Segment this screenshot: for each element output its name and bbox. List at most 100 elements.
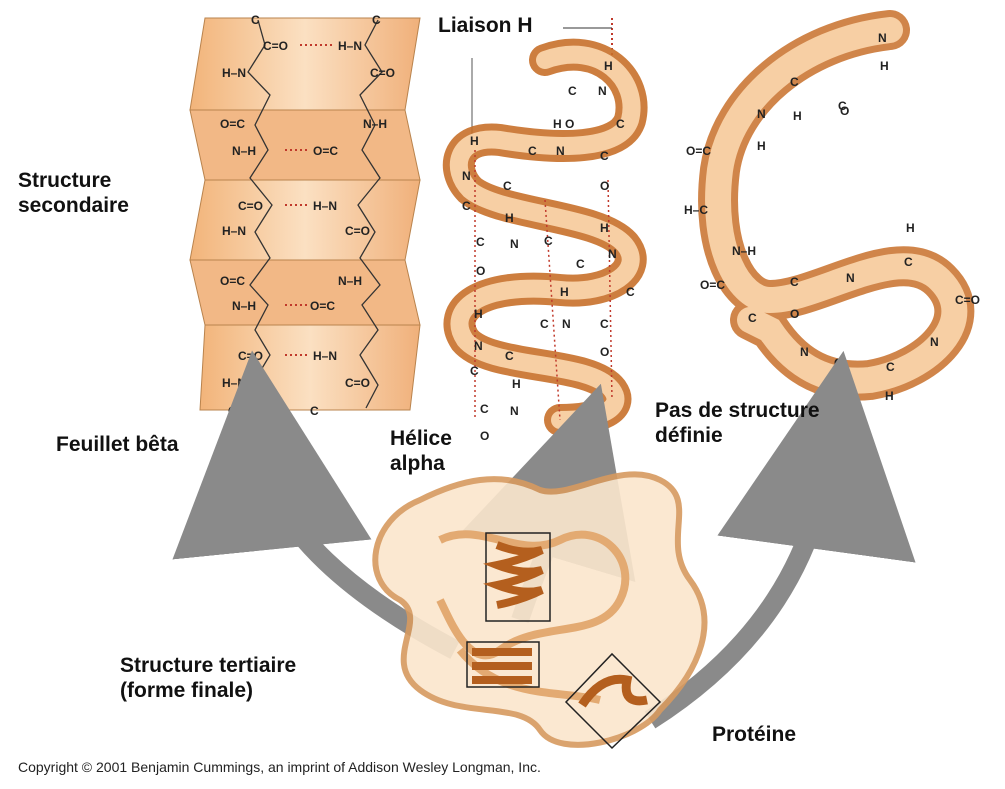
svg-text:N–H: N–H bbox=[732, 244, 756, 258]
svg-text:H: H bbox=[793, 109, 802, 123]
svg-text:N–H: N–H bbox=[232, 144, 256, 158]
svg-text:C: C bbox=[544, 234, 553, 248]
svg-text:C: C bbox=[470, 364, 479, 378]
svg-text:N: N bbox=[510, 237, 519, 251]
svg-text:H: H bbox=[512, 377, 521, 391]
svg-text:C: C bbox=[540, 317, 549, 331]
svg-text:H: H bbox=[906, 221, 915, 235]
label-beta-sheet: Feuillet bêta bbox=[56, 432, 179, 457]
svg-text:C=O: C=O bbox=[955, 293, 980, 307]
svg-text:N–H: N–H bbox=[363, 117, 387, 131]
svg-text:C: C bbox=[505, 349, 514, 363]
svg-text:N: N bbox=[608, 247, 617, 261]
svg-text:O=C: O=C bbox=[220, 117, 245, 131]
svg-text:C: C bbox=[568, 84, 577, 98]
svg-text:N: N bbox=[474, 339, 483, 353]
svg-text:O: O bbox=[600, 179, 609, 193]
svg-text:O=C: O=C bbox=[313, 144, 338, 158]
svg-text:O: O bbox=[834, 377, 843, 391]
svg-text:C: C bbox=[528, 144, 537, 158]
svg-text:H: H bbox=[757, 139, 766, 153]
svg-text:H–N: H–N bbox=[222, 224, 246, 238]
svg-text:H: H bbox=[470, 134, 479, 148]
svg-text:H–N: H–N bbox=[338, 39, 362, 53]
svg-text:C: C bbox=[626, 285, 635, 299]
svg-text:C=O: C=O bbox=[370, 66, 395, 80]
label-tertiary-structure-line1: Structure tertiaire bbox=[120, 653, 296, 678]
svg-text:H: H bbox=[505, 211, 514, 225]
svg-text:O: O bbox=[840, 104, 849, 118]
label-protein: Protéine bbox=[712, 722, 796, 747]
svg-text:C: C bbox=[834, 356, 843, 370]
random-coil-figure: N H C C N H O O=C H H–C N–H H O=C C N C … bbox=[684, 30, 980, 403]
svg-text:C: C bbox=[310, 404, 319, 418]
svg-text:C: C bbox=[503, 179, 512, 193]
svg-text:C: C bbox=[462, 199, 471, 213]
svg-text:C: C bbox=[600, 317, 609, 331]
svg-text:C: C bbox=[790, 275, 799, 289]
svg-text:N: N bbox=[930, 335, 939, 349]
label-tertiary-structure-line2: (forme finale) bbox=[120, 678, 296, 703]
svg-text:O=C: O=C bbox=[686, 144, 711, 158]
label-no-defined-structure-line1: Pas de structure bbox=[655, 398, 820, 423]
label-secondary-structure: Structure secondaire bbox=[18, 168, 129, 218]
svg-text:N: N bbox=[878, 31, 887, 45]
label-alpha-helix-line2: alpha bbox=[390, 451, 452, 476]
svg-text:N: N bbox=[757, 107, 766, 121]
svg-text:N: N bbox=[800, 345, 809, 359]
svg-text:C: C bbox=[616, 117, 625, 131]
svg-text:H: H bbox=[880, 59, 889, 73]
svg-text:C: C bbox=[748, 311, 757, 325]
svg-text:N: N bbox=[598, 84, 607, 98]
beta-sheet-figure: C C=O H–N C H–N C=O O=C N–H N–H O=C C=O … bbox=[190, 13, 420, 418]
label-alpha-helix: Hélice alpha bbox=[390, 426, 452, 476]
svg-text:O: O bbox=[476, 264, 485, 278]
svg-text:H: H bbox=[560, 285, 569, 299]
svg-text:O=C: O=C bbox=[310, 299, 335, 313]
svg-text:O: O bbox=[480, 429, 489, 443]
label-secondary-structure-line2: secondaire bbox=[18, 193, 129, 218]
svg-text:H–N: H–N bbox=[222, 66, 246, 80]
svg-text:O: O bbox=[790, 307, 799, 321]
svg-text:H: H bbox=[885, 389, 894, 403]
svg-text:C: C bbox=[372, 13, 381, 27]
svg-text:C: C bbox=[600, 149, 609, 163]
svg-text:H O: H O bbox=[553, 117, 574, 131]
svg-text:O=C: O=C bbox=[700, 278, 725, 292]
label-tertiary-structure: Structure tertiaire (forme finale) bbox=[120, 653, 296, 703]
label-no-defined-structure: Pas de structure définie bbox=[655, 398, 820, 448]
svg-text:C: C bbox=[480, 402, 489, 416]
label-no-defined-structure-line2: définie bbox=[655, 423, 820, 448]
svg-text:C: C bbox=[904, 255, 913, 269]
svg-text:C=O: C=O bbox=[263, 39, 288, 53]
svg-text:C=O: C=O bbox=[238, 349, 263, 363]
svg-text:N: N bbox=[846, 271, 855, 285]
svg-text:H–N: H–N bbox=[313, 199, 337, 213]
svg-text:C: C bbox=[476, 235, 485, 249]
svg-text:N: N bbox=[462, 169, 471, 183]
svg-text:H: H bbox=[604, 59, 613, 73]
svg-text:C: C bbox=[790, 75, 799, 89]
svg-text:O: O bbox=[600, 345, 609, 359]
svg-text:N: N bbox=[556, 144, 565, 158]
label-alpha-helix-line1: Hélice bbox=[390, 426, 452, 451]
svg-text:C=O: C=O bbox=[238, 199, 263, 213]
svg-text:H: H bbox=[600, 221, 609, 235]
svg-text:C: C bbox=[886, 360, 895, 374]
svg-text:C: C bbox=[576, 257, 585, 271]
svg-text:C: C bbox=[228, 404, 237, 418]
svg-text:C: C bbox=[251, 13, 260, 27]
svg-text:N–H: N–H bbox=[338, 274, 362, 288]
svg-text:N: N bbox=[510, 404, 519, 418]
svg-text:N–H: N–H bbox=[232, 299, 256, 313]
svg-text:H–N: H–N bbox=[222, 376, 246, 390]
svg-text:H–N: H–N bbox=[313, 349, 337, 363]
label-secondary-structure-line1: Structure bbox=[18, 168, 129, 193]
copyright-notice: Copyright © 2001 Benjamin Cummings, an i… bbox=[18, 759, 541, 775]
alpha-helix-figure: H C N H O C H C N C N C O C H H C N C N … bbox=[459, 18, 635, 443]
svg-text:N: N bbox=[562, 317, 571, 331]
label-h-bond: Liaison H bbox=[438, 13, 533, 38]
svg-text:O=C: O=C bbox=[220, 274, 245, 288]
tertiary-protein-figure bbox=[375, 474, 704, 748]
